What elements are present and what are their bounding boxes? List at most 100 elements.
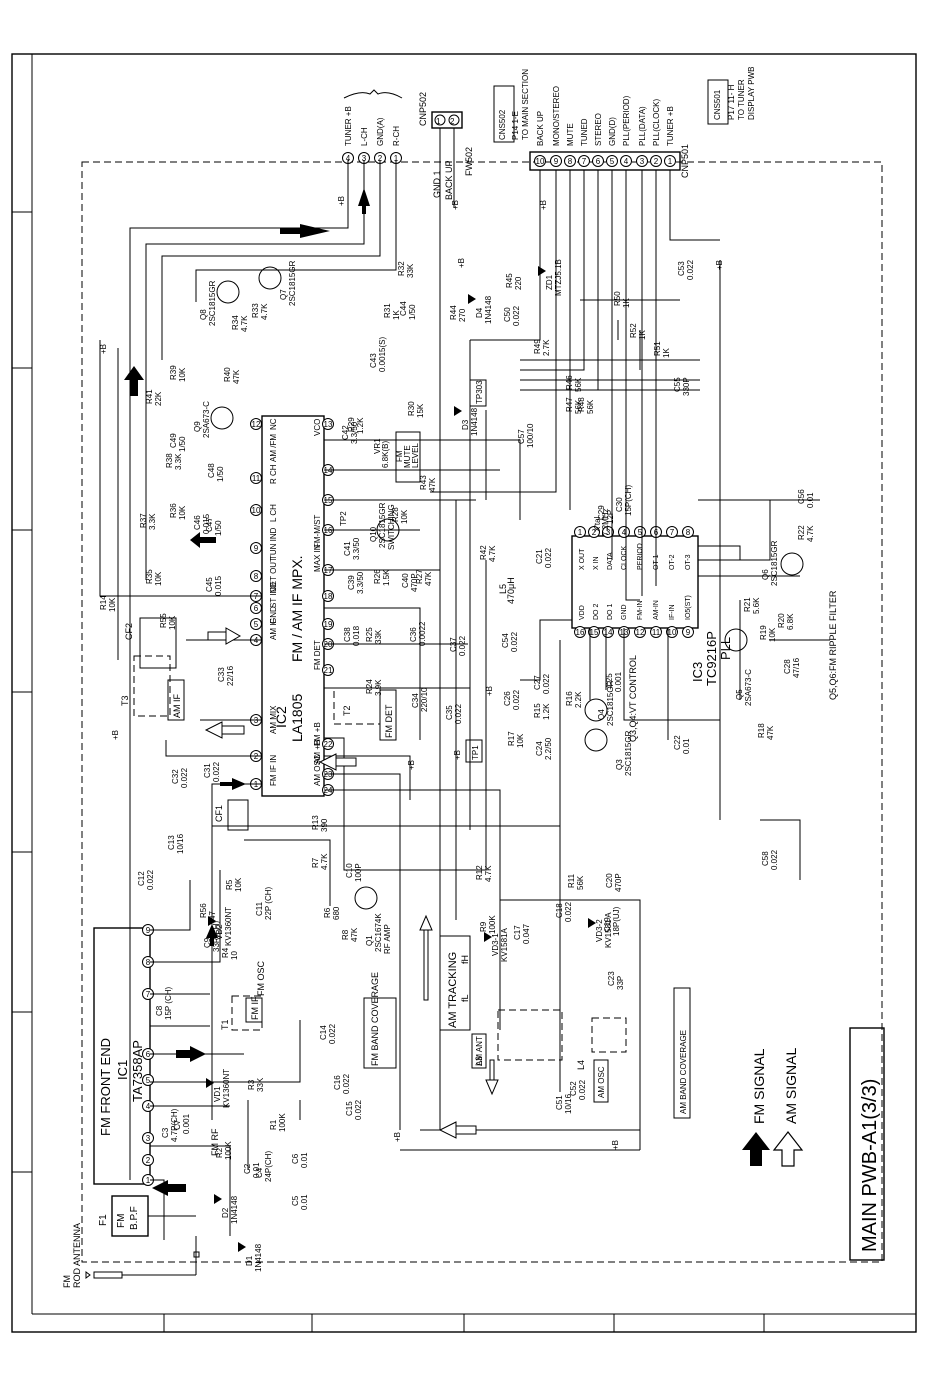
am-arrow-icon bbox=[318, 753, 357, 771]
tuner-signal: L-CH bbox=[360, 127, 369, 146]
diode-ref: VD2 bbox=[215, 924, 224, 940]
cnp501-pin-7: 7 bbox=[582, 157, 587, 166]
resistor-value: 10K bbox=[768, 627, 777, 642]
ic3-pin-name: IF-IN bbox=[669, 604, 676, 620]
cnp501-pin-6: 6 bbox=[596, 157, 601, 166]
ic2-pin-name: AM MIX bbox=[269, 705, 278, 734]
resistor-ref: R20 bbox=[777, 613, 786, 628]
t1-ref: T1 bbox=[220, 1019, 230, 1030]
ic3-pin-name: X IN bbox=[593, 556, 600, 570]
capacitor-ref: C22 bbox=[673, 735, 682, 750]
capacitor-value: 10/16 bbox=[564, 1093, 573, 1114]
diode-ref: VD1 bbox=[213, 1086, 222, 1102]
resistor-value: 680 bbox=[332, 906, 341, 920]
supply-label: +B bbox=[453, 750, 462, 760]
resistor-value: 4.7K bbox=[806, 525, 815, 542]
cnp501-pin-3: 3 bbox=[640, 157, 645, 166]
connector-cnp502: CNP502 1 2 FW502 GND 1 BACK UP CNS502 P1… bbox=[418, 69, 530, 200]
tp1-label: TP1 bbox=[471, 745, 480, 760]
transistor-part: 2SC1815GR bbox=[624, 730, 633, 776]
ic3-pin-1-pad bbox=[574, 526, 586, 538]
capacitor-value: 3.3/50 bbox=[352, 537, 361, 560]
ic3-pin-4: 4 bbox=[622, 528, 627, 537]
resistor-value: 390 bbox=[320, 818, 329, 832]
ic3-pin-5-pad bbox=[634, 526, 646, 538]
cnp501-pin-5-pad bbox=[606, 155, 618, 167]
capacitor-ref: C48 bbox=[207, 463, 216, 478]
transistor-ref: Q1 bbox=[365, 935, 374, 946]
cnp501-dest-1: CNS501 bbox=[713, 89, 722, 120]
resistor-value: 33K bbox=[406, 263, 415, 278]
diode-ref: VD3-2 bbox=[595, 919, 604, 942]
antenna-label-1: FM bbox=[62, 1275, 72, 1288]
supply-label: +B bbox=[457, 258, 466, 268]
capacitor-value: 10/16 bbox=[176, 833, 185, 854]
ic1-pin-2: 2 bbox=[146, 1156, 151, 1165]
drawing-frame bbox=[11, 53, 917, 1333]
supply-label: +B bbox=[337, 196, 346, 206]
ic2-pin-6: 6 bbox=[254, 604, 259, 613]
resistor-value: 10K bbox=[178, 367, 187, 382]
xtal-freq: 7.2MHz bbox=[601, 508, 610, 536]
capacitor-value: 0.022 bbox=[544, 547, 553, 568]
capacitor-value: 0.0015(S) bbox=[378, 337, 387, 372]
resistor-ref: R49 bbox=[533, 339, 542, 354]
capacitor-value: 0.022 bbox=[354, 1099, 363, 1120]
resistor-value: 1K bbox=[622, 298, 631, 308]
ic3-pin-11: 11 bbox=[652, 628, 661, 637]
cnp501-signal: TUNED bbox=[580, 118, 589, 146]
cnp501-dest-3: TO TUNER bbox=[737, 79, 746, 120]
ic2-pin-name: DET OUT bbox=[269, 557, 278, 592]
ic1-pin-5: 5 bbox=[146, 1076, 151, 1085]
ic2-pin-name: R CH bbox=[269, 464, 278, 484]
resistor-ref: R22 bbox=[797, 525, 806, 540]
tuner-pin-2: 2 bbox=[378, 154, 383, 163]
resistor-ref: R40 bbox=[223, 367, 232, 382]
tuner-signal: TUNER +B bbox=[344, 106, 353, 146]
capacitor-ref: C37 bbox=[449, 637, 458, 652]
capacitor-ref: C33 bbox=[217, 667, 226, 682]
transistor-ref: Q4 bbox=[597, 709, 606, 720]
resistor-ref: R4 bbox=[221, 947, 230, 958]
resistor-ref: R15 bbox=[533, 703, 542, 718]
capacitor-value: 0.001 bbox=[614, 671, 623, 692]
capacitor-ref: C36 bbox=[409, 627, 418, 642]
ic3-pin-name: OT-3 bbox=[685, 554, 692, 570]
resistor-ref: R50 bbox=[613, 291, 622, 306]
cnp501-pin-8: 8 bbox=[568, 157, 573, 166]
resistor-value: 1K bbox=[392, 310, 401, 320]
resistor-ref: R21 bbox=[743, 597, 752, 612]
resistor-ref: R11 bbox=[567, 873, 576, 888]
resistor-value: 1.2K bbox=[542, 703, 551, 720]
supply-label: +B bbox=[393, 1132, 402, 1142]
capacitor-ref: C2 bbox=[243, 1163, 252, 1174]
capacitor-ref: C45 bbox=[205, 577, 214, 592]
resistor-value: 1K bbox=[638, 330, 647, 340]
resistor-ref: R34 bbox=[231, 315, 240, 330]
transistor-icon bbox=[780, 552, 804, 576]
capacitor-ref: C13 bbox=[167, 835, 176, 850]
ic2-pin-18-pad bbox=[322, 590, 334, 602]
capacitor-ref: C23 bbox=[607, 971, 616, 986]
capacitor-value: 2.2/50 bbox=[544, 737, 553, 760]
capacitor-ref: C19 bbox=[603, 917, 612, 932]
diode-part: 1N4148 bbox=[484, 295, 493, 324]
resistor-value: 10K bbox=[178, 505, 187, 520]
ic2-pin-name: AM IF bbox=[269, 619, 278, 640]
cnp502-pin1: 1 bbox=[436, 117, 441, 126]
capacitor-ref: C12 bbox=[137, 871, 146, 886]
ic3-pin-2: 2 bbox=[592, 528, 597, 537]
ic3-pin-7: 7 bbox=[670, 528, 675, 537]
capacitor-value: 0.01 bbox=[682, 738, 691, 754]
capacitor-value: 0.022 bbox=[686, 259, 695, 280]
am-ant-coil: AM ANT bbox=[475, 1036, 484, 1066]
transistor-icon bbox=[216, 280, 240, 304]
resistor-value: 10 bbox=[230, 951, 239, 960]
capacitor-ref: C24 bbox=[535, 741, 544, 756]
capacitor-value: 0.022 bbox=[180, 767, 189, 788]
tuner-pin-3: 3 bbox=[362, 154, 367, 163]
transistor-part: 2SA673-C bbox=[744, 669, 753, 706]
ic3-pin-7-pad bbox=[666, 526, 678, 538]
ic3-pin-name: DO 2 bbox=[593, 604, 600, 620]
